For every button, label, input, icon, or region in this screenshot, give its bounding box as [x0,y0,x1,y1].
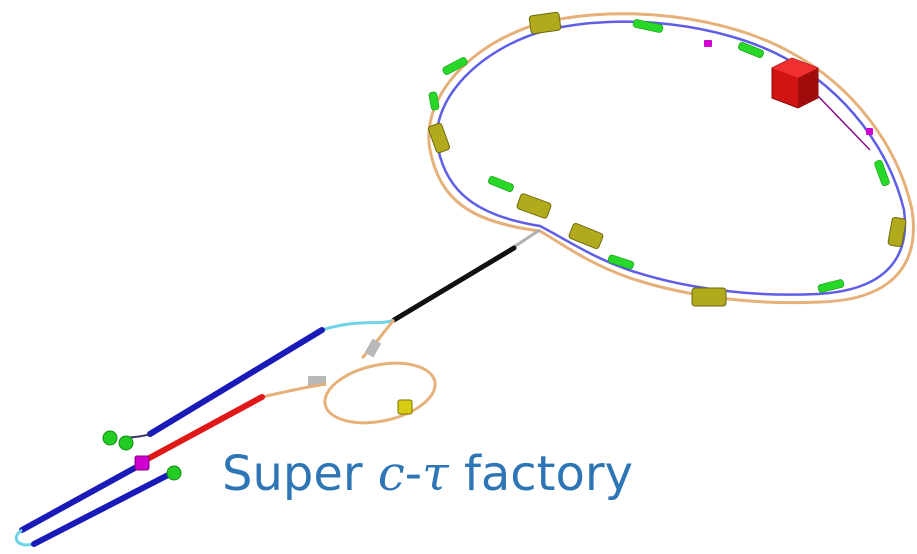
linac-blue-upper [147,327,325,437]
main-transport-line [391,245,517,323]
caption-symbol-tau: τ [422,446,449,502]
facility-caption: Super c-τ factory [222,444,633,504]
linac-blue-lower [19,461,145,533]
ring-injection-link [511,228,541,250]
cyan-link [321,318,395,332]
damping-ring [261,361,437,425]
caption-word-factory: factory [463,446,633,502]
ring-markers [704,40,873,135]
linac-red [139,394,265,465]
transfer-lines [321,228,541,360]
linac [14,327,325,547]
linac-blue-return [31,471,173,547]
rf-cavities [427,11,907,307]
caption-word-super: Super [222,446,363,502]
orange-link-down [360,318,396,360]
storage-ring [427,12,915,305]
detector [771,57,819,109]
ir-crossing [817,95,871,151]
caption-symbol-c: c [377,446,405,502]
grey-element-1 [364,338,382,358]
guns [102,430,182,481]
ring-magnets [428,19,890,293]
linac-turnaround [14,528,35,547]
caption-dash: - [404,446,423,502]
outer-ring-orange [427,12,915,305]
linac-junction [134,455,150,471]
